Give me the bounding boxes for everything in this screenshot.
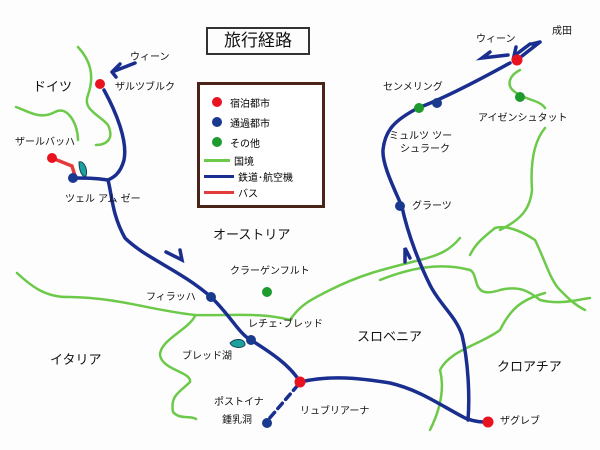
arrow-from-vienna-west [110,61,137,79]
label-lesce-bled: レチェ･ブレッド [248,319,323,330]
label-eisenstadt: アイゼンシュタット [478,113,568,124]
label-saalbach: ザールバッハ [15,137,75,148]
label-salzburg: ザルツブルク [115,82,175,93]
place-murz-other [414,103,424,113]
bus-route [51,156,77,177]
lake-bled [229,339,246,348]
arrow-salzburg-villach [164,248,185,264]
label-vienna: ウィーン [476,34,516,45]
city-saalbach-stay [47,153,57,163]
legend-item-stay: 宿泊都市 [206,95,270,110]
legend-label: 国境 [234,156,254,168]
label-lake-bled: ブレッド湖 [182,351,232,362]
legend-label: その他 [230,138,260,150]
legend-item-border: 国境 [204,153,254,168]
label-zell-am-see: ツェル アム ゼー [65,194,141,205]
label-ljubljana: リュブリアーナ [300,406,370,417]
label-cave: 鍾乳洞 [222,415,252,426]
city-zell-pass [68,173,78,183]
country-slovenia: スロベニア [357,330,423,345]
label-murzzuschlag-2: シュラーク [400,144,450,155]
city-semmering-pass [432,98,442,108]
place-eisenstadt-other [515,92,525,102]
red-line-icon [204,190,234,194]
border-germany-austria-1 [76,45,112,147]
label-murzzuschlag-1: ミュルツ ツー [389,131,453,142]
city-villach-pass [206,292,216,302]
arrow-northbound-graz [403,247,412,264]
country-italy: イタリア [50,353,102,368]
border-hungary-2 [498,126,547,232]
place-klagenfurt-other [262,287,272,297]
legend-label: 宿泊都市 [230,98,270,110]
border-italy-slovenia [158,314,198,421]
city-salzburg-stay [95,79,105,89]
label-klagenfurt: クラーゲンフルト [230,266,310,277]
legend-label: バス [238,188,258,200]
city-graz-pass [395,201,405,211]
label-postojna: ポストイナ [214,397,264,408]
border-west-slovenia [468,226,497,257]
label-zagreb: ザグレブ [500,416,540,427]
red-dot-icon [212,97,222,107]
arrow-to-narita [520,40,542,58]
green-line-icon [204,158,230,162]
map-title: 旅行経路 [206,27,310,55]
city-vienna-stay [511,54,523,66]
label-villach: フィラッハ [146,292,196,303]
rail-ljubljana-postojna [266,383,300,422]
label-narita: 成田 [552,26,572,37]
border-croatia-1 [493,225,587,312]
legend-item-rail: 鉄道･航空機 [204,169,293,184]
country-germany: ドイツ [33,80,73,95]
city-postojna-pass [262,418,272,428]
blue-line-icon [204,174,234,178]
city-ljubljana-stay [294,376,306,388]
arrow-vienna-west [475,50,510,61]
border-austria-italy [15,271,292,322]
legend-item-other: その他 [206,135,260,150]
green-dot-icon [212,137,222,147]
border-hungary [508,68,547,110]
border-slovenia-croatia [378,265,592,304]
city-lesce-pass [246,335,256,345]
border-austria-slovenia [288,236,462,322]
blue-dot-icon [212,117,222,127]
country-austria: オーストリア [213,228,291,243]
city-zagreb-stay [482,416,494,428]
legend-item-bus: バス [204,185,258,200]
label-graz: グラーツ [412,201,452,212]
legend-label: 鉄道･航空機 [238,172,293,184]
legend-item-pass: 通過都市 [206,115,270,130]
legend-label: 通過都市 [230,118,270,130]
lake-zell [78,161,87,177]
country-croatia: クロアチア [497,360,562,375]
rail-ljubljana-zagreb [298,376,489,424]
border-germany-austria-2 [14,105,80,142]
label-vienna-west: ウィーン [130,52,170,63]
label-semmering: センメリング [383,82,443,93]
legend: 宿泊都市 通過都市 その他 国境 鉄道･航空機 バス [197,82,325,208]
